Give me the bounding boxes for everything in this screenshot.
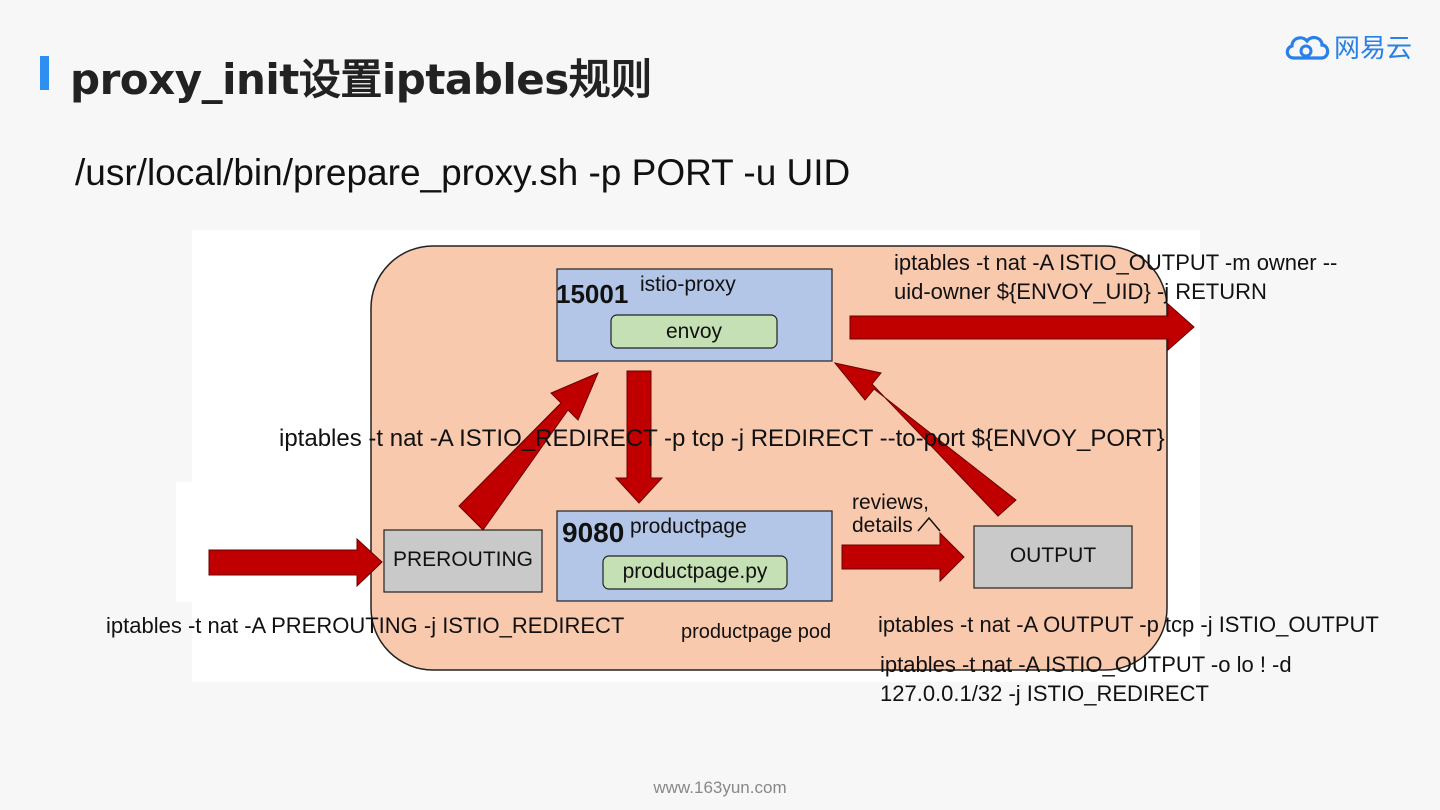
rule-lo-line2: 127.0.0.1/32 -j ISTIO_REDIRECT bbox=[880, 681, 1209, 706]
proxy-name: istio-proxy bbox=[640, 273, 736, 296]
rule-prerouting: iptables -t nat -A PREROUTING -j ISTIO_R… bbox=[106, 613, 624, 638]
productpage-py-label: productpage.py bbox=[623, 560, 768, 583]
netease-cloud-logo: 网易云 bbox=[1282, 28, 1412, 65]
outbound-label-line2: details bbox=[852, 514, 913, 537]
output-to-envoy-arrow bbox=[833, 362, 1017, 517]
inbound-traffic-arrow bbox=[208, 537, 383, 588]
productpage-py-box bbox=[602, 555, 788, 590]
app-to-output-arrow bbox=[841, 531, 965, 583]
title-accent-bar bbox=[40, 56, 49, 90]
app-name: productpage bbox=[630, 515, 747, 538]
envoy-to-app-arrow bbox=[614, 370, 664, 504]
pod-label: productpage pod bbox=[681, 621, 831, 643]
prerouting-to-envoy-arrow bbox=[458, 372, 599, 531]
output-label: OUTPUT bbox=[1010, 544, 1097, 567]
envoy-label: envoy bbox=[666, 320, 723, 343]
diagram-backdrop-left bbox=[176, 482, 200, 602]
rule-output: iptables -t nat -A OUTPUT -p tcp -j ISTI… bbox=[878, 612, 1379, 637]
proxy-port: 15001 bbox=[556, 279, 628, 309]
command-line: /usr/local/bin/prepare_proxy.sh -p PORT … bbox=[75, 152, 851, 193]
prerouting-box bbox=[383, 529, 543, 593]
rule-lo-line1: iptables -t nat -A ISTIO_OUTPUT -o lo ! … bbox=[880, 652, 1292, 677]
outbound-label-line1: reviews, bbox=[852, 491, 929, 514]
output-box bbox=[973, 525, 1133, 589]
footer-url: www.163yun.com bbox=[653, 778, 787, 797]
app-port: 9080 bbox=[562, 517, 624, 548]
rule-redirect: iptables -t nat -A ISTIO_REDIRECT -p tcp… bbox=[279, 425, 1165, 452]
rule-owner-line1: iptables -t nat -A ISTIO_OUTPUT -m owner… bbox=[894, 250, 1337, 275]
prerouting-label: PREROUTING bbox=[393, 548, 533, 571]
envoy-box bbox=[610, 314, 778, 349]
rule-owner-line2: uid-owner ${ENVOY_UID} -j RETURN bbox=[894, 279, 1267, 304]
page-title: proxy_init设置iptables规则 bbox=[70, 55, 652, 104]
caret-icon bbox=[917, 516, 941, 532]
envoy-outbound-arrow bbox=[849, 302, 1195, 352]
logo-text: 网易云 bbox=[1334, 34, 1413, 64]
cloud-icon bbox=[1285, 35, 1330, 60]
